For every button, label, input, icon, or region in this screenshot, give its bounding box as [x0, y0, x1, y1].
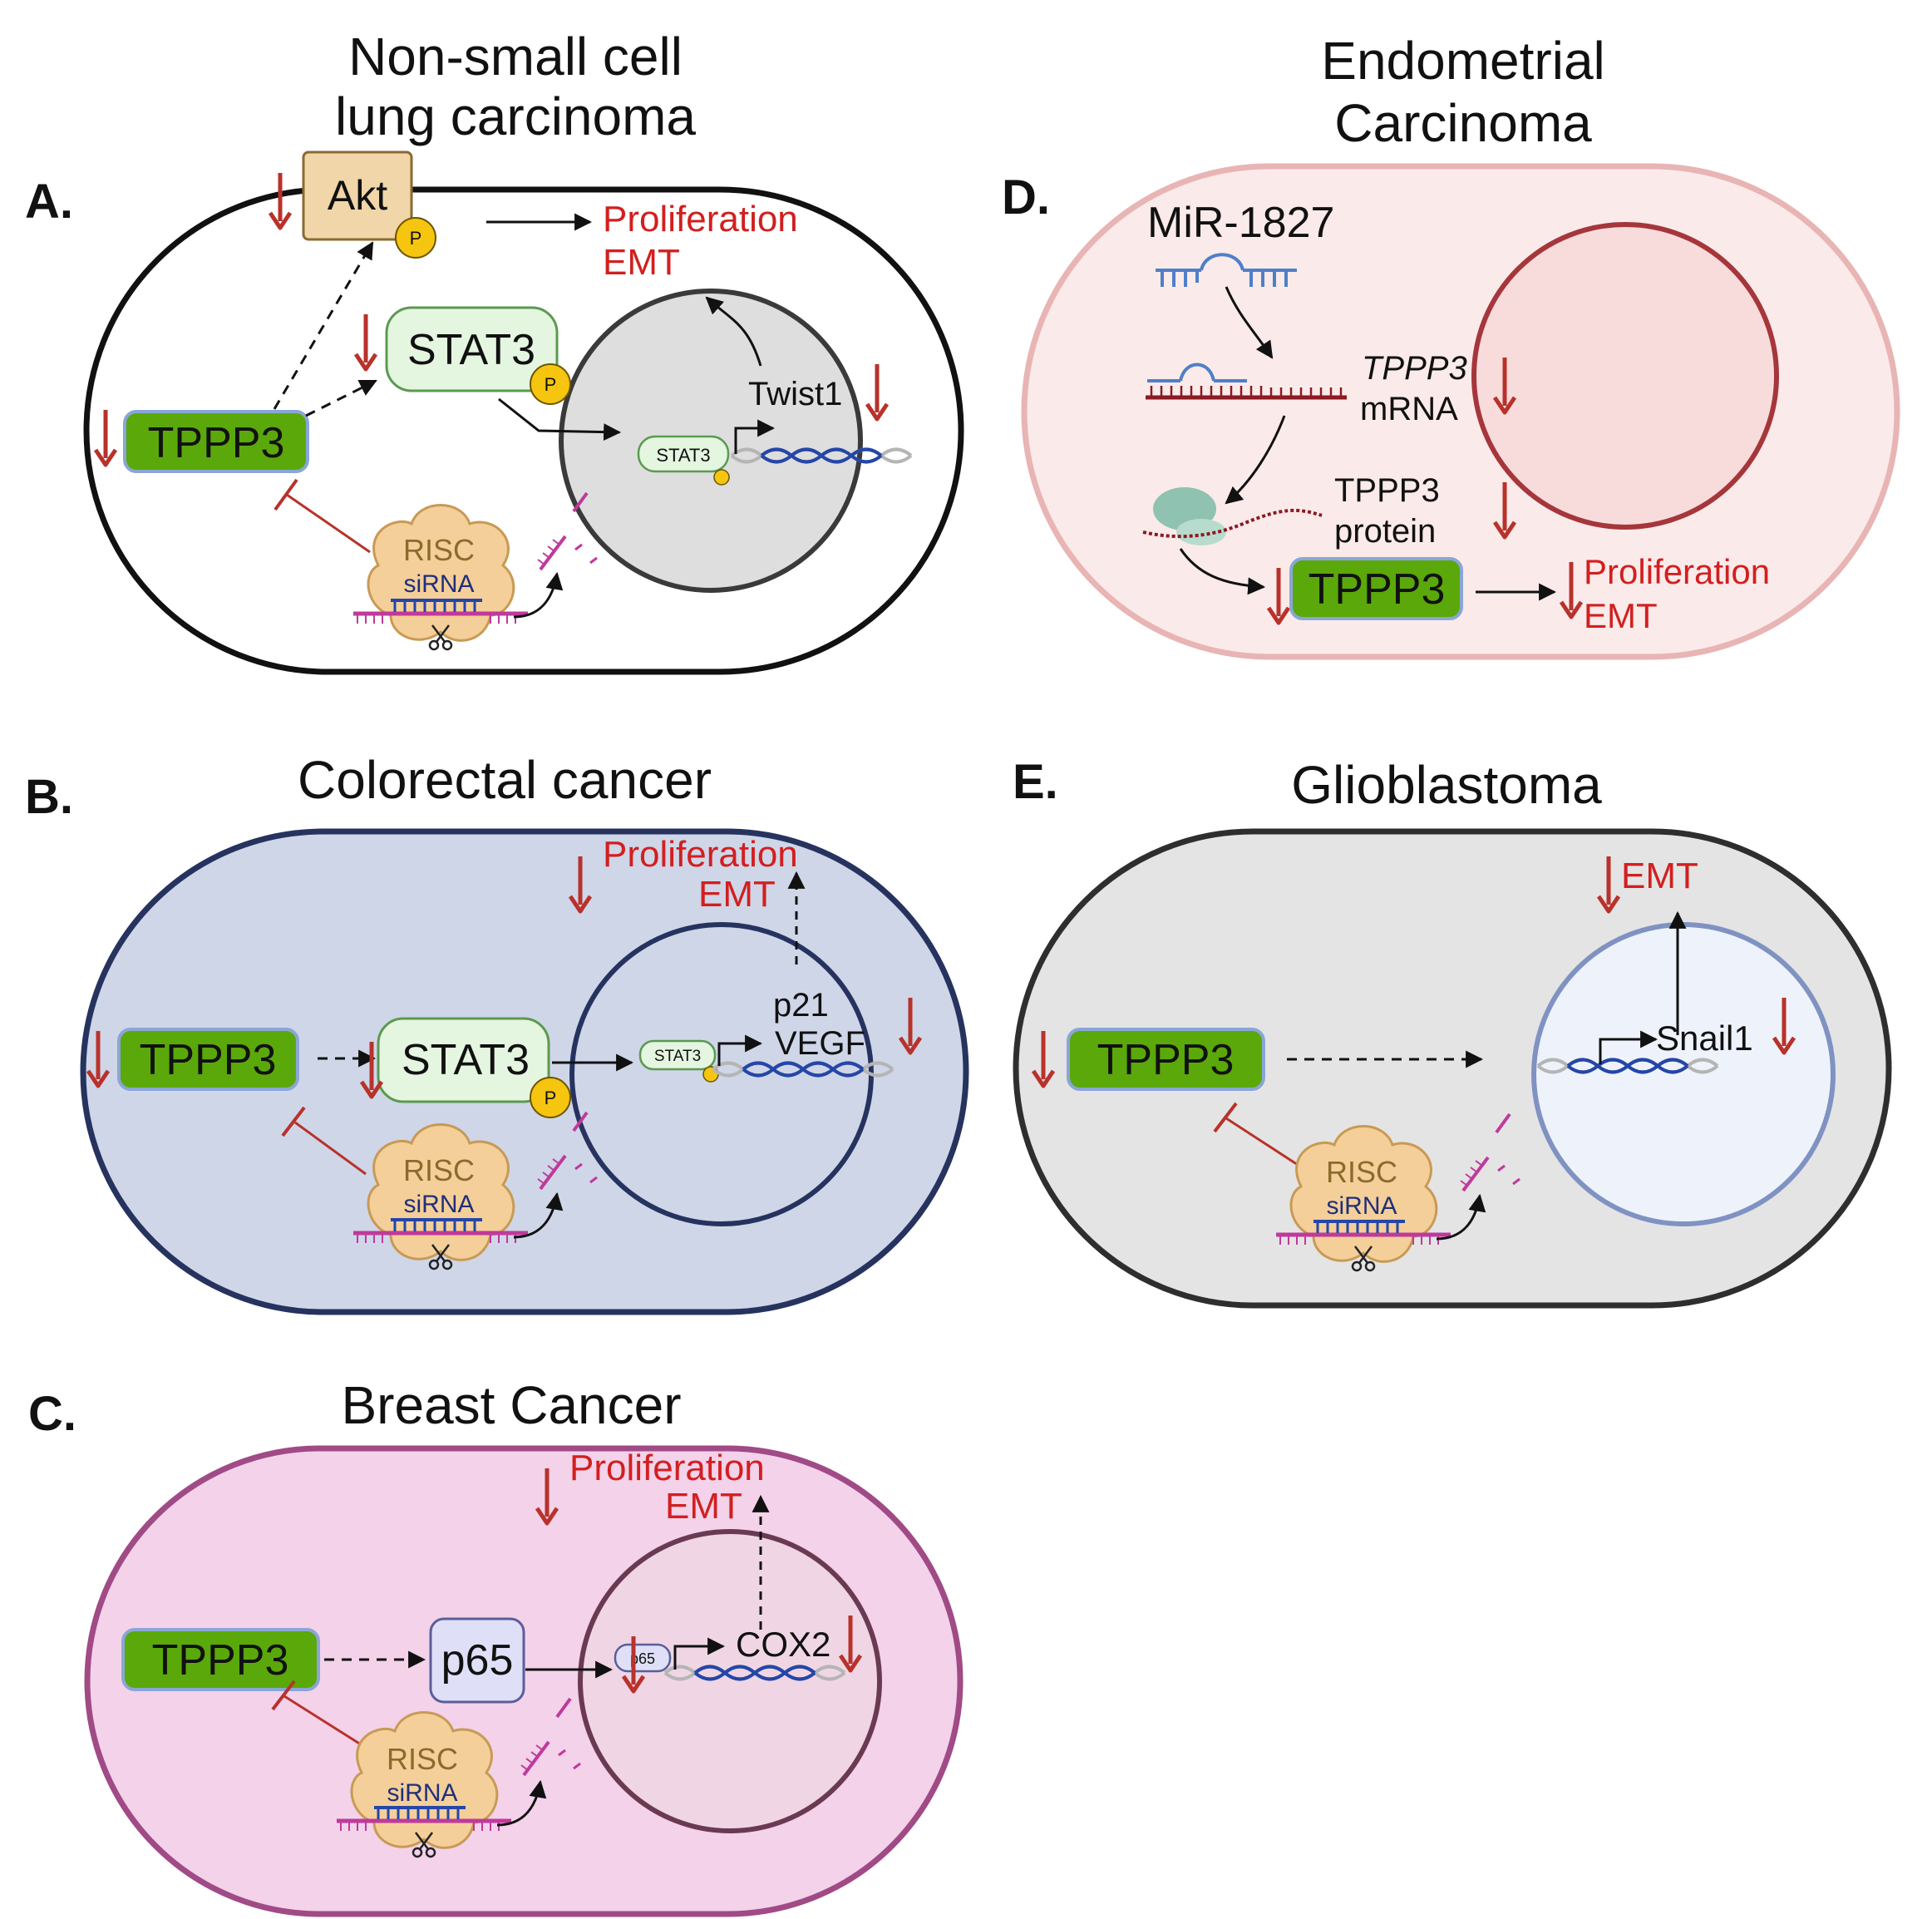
tppp3-label: TPPP3: [1309, 565, 1446, 614]
gene-cox2: COX2: [736, 1625, 830, 1664]
risc-label: RISC: [403, 1153, 475, 1187]
akt-box: [302, 150, 413, 241]
dna-bound-p65: [614, 1643, 672, 1673]
phosphate-icon: [395, 217, 436, 259]
panel-c-outcome-proliferation: Proliferation: [569, 1448, 765, 1488]
sirna-label: siRNA: [403, 1191, 474, 1218]
risc-label: RISC: [1326, 1155, 1397, 1189]
stat3-label: STAT3: [402, 1036, 530, 1084]
tppp3-protein-label: protein: [1334, 513, 1436, 550]
tppp3-protein-name: TPPP3: [1334, 472, 1440, 509]
panel-b-label: B.: [25, 770, 73, 824]
mirna-hairpin-icon: [1156, 253, 1297, 287]
risc-label: RISC: [403, 533, 475, 567]
tppp3-label: TPPP3: [152, 1636, 289, 1685]
phosphate-icon: [530, 363, 571, 405]
panel-e-label: E.: [1013, 755, 1058, 809]
panel-d-title-line1: Endometrial: [1321, 31, 1605, 91]
panel-d-nucleus: [1471, 222, 1779, 530]
ribosome-icon: [1142, 487, 1323, 545]
p65-label: p65: [441, 1636, 514, 1685]
tppp3-box: [121, 1628, 320, 1691]
phosphate-icon: [530, 1077, 571, 1118]
panel-b-outcome-emt: EMT: [698, 874, 776, 915]
tppp3-box: [1067, 1028, 1265, 1091]
panel-c: C. Breast Cancer Proliferation EMT TPPP3…: [28, 1375, 964, 1917]
sirna-label: siRNA: [387, 1779, 457, 1807]
mir-1827-label: MiR-1827: [1147, 199, 1334, 247]
sirna-label: siRNA: [1326, 1192, 1397, 1220]
mrna-bound-icon: [1146, 363, 1347, 400]
gene-vegf: VEGF: [775, 1025, 865, 1062]
tppp3-box: [123, 410, 309, 473]
phosphate-icon: [713, 469, 730, 486]
panel-d-label: D.: [1002, 170, 1050, 224]
dna-bound-stat3: [638, 1039, 717, 1071]
tppp3-label: TPPP3: [148, 419, 285, 467]
panel-d: D. Endometrial Carcinoma MiR-1827: [1002, 31, 1900, 660]
inhibition-arrow-icon: [271, 1680, 296, 1711]
risc-label: RISC: [387, 1742, 458, 1776]
panel-c-title: Breast Cancer: [341, 1375, 681, 1435]
panel-b-outcome-proliferation: Proliferation: [603, 834, 798, 875]
panel-a-outcome-emt: EMT: [603, 242, 680, 283]
transcription-start-icon: [734, 419, 776, 454]
dna-bound-stat3-label: STAT3: [656, 445, 710, 466]
panel-a-outcome-proliferation: Proliferation: [603, 199, 798, 239]
stat3-label: STAT3: [407, 326, 535, 374]
panel-b: B. Colorectal cancer Proliferation EMT T…: [25, 750, 969, 1315]
panel-b-title: Colorectal cancer: [298, 750, 712, 810]
gene-snail1: Snail1: [1656, 1019, 1753, 1058]
transcription-start-icon: [717, 1034, 763, 1066]
p65-box: [429, 1617, 525, 1704]
panel-d-outcome-emt: EMT: [1584, 596, 1658, 635]
dna-bound-stat3-label: STAT3: [654, 1048, 701, 1065]
panel-e: E. Glioblastoma EMT TPPP3 Snail1 RISC si…: [1013, 755, 1892, 1309]
panel-e-nucleus: [1531, 922, 1836, 1226]
panel-d-outcome-proliferation: Proliferation: [1584, 552, 1770, 591]
panel-a-title-line1: Non-small cell: [348, 27, 683, 86]
panel-c-outcome-emt: EMT: [665, 1486, 742, 1527]
stat3-box: [377, 1017, 550, 1103]
transcription-start-icon: [673, 1637, 726, 1670]
panel-a-label: A.: [25, 175, 73, 229]
panel-d-title-line2: Carcinoma: [1334, 93, 1592, 153]
gene-p21: p21: [773, 987, 829, 1024]
tppp3-label: TPPP3: [1097, 1036, 1235, 1084]
dna-bound-stat3: [637, 435, 730, 473]
panel-e-outcome-emt: EMT: [1621, 856, 1698, 896]
panel-c-label: C.: [28, 1387, 76, 1441]
inhibition-arrow-icon: [274, 478, 298, 511]
sirna-label: siRNA: [403, 570, 474, 598]
panel-c-nucleus: [578, 1529, 882, 1833]
panel-e-title: Glioblastoma: [1291, 755, 1602, 815]
gene-twist1: Twist1: [748, 376, 842, 412]
dna-bound-p65-label: p65: [630, 1650, 655, 1667]
panel-a: A. Non-small cell lung carcinoma Akt Pro…: [25, 27, 964, 675]
tppp3-mrna-gene: TPPP3: [1362, 350, 1467, 387]
tppp3-label: TPPP3: [140, 1036, 277, 1084]
inhibition-arrow-icon: [1213, 1102, 1238, 1133]
akt-label: Akt: [328, 172, 387, 219]
inhibition-arrow-icon: [281, 1106, 306, 1137]
tppp3-box: [117, 1028, 299, 1091]
stat3-box: [385, 306, 559, 392]
tppp3-box: [1289, 557, 1463, 620]
transcription-start-icon: [1599, 1030, 1658, 1064]
tppp3-mrna-label: mRNA: [1360, 391, 1458, 427]
panel-a-title-line2: lung carcinoma: [335, 86, 696, 146]
